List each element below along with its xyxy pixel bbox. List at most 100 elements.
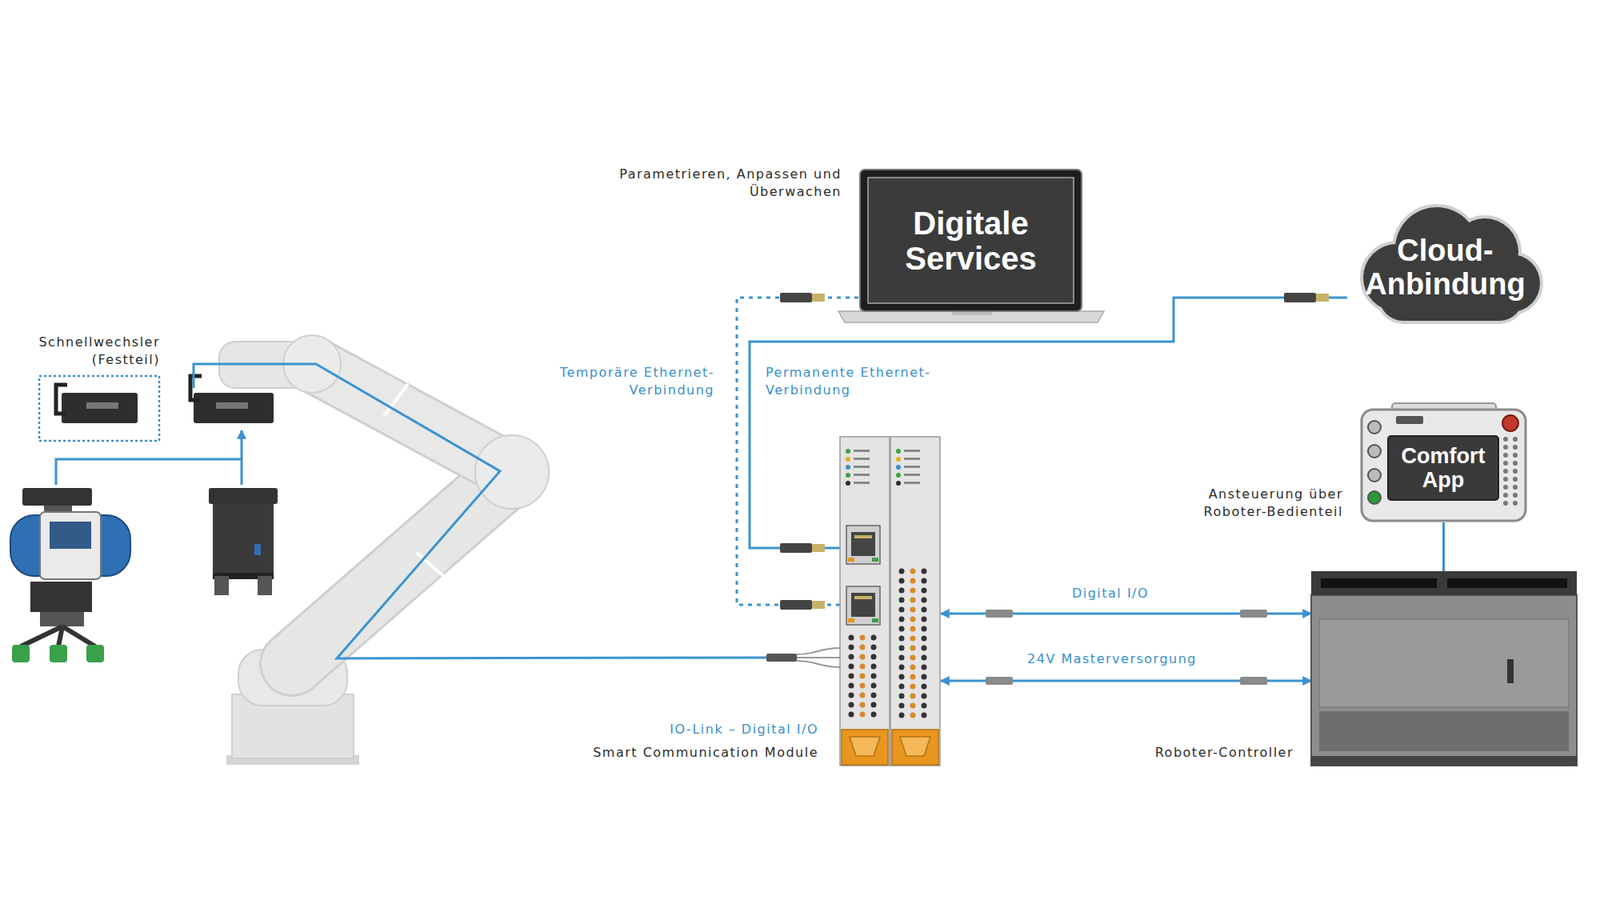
communication-module-outline-part	[848, 683, 855, 689]
screen-title: Digitale Services	[875, 205, 1068, 276]
communication-module-outline-part	[899, 636, 905, 642]
communication-module-outline-part	[921, 645, 928, 652]
communication-module-outline-part	[899, 568, 905, 575]
tool-changer-robot-part	[193, 392, 274, 424]
communication-module-outline-part	[899, 578, 905, 584]
communication-module-outline-part	[921, 588, 928, 594]
quick-changer-box: Schnellwechsler (Festteil)	[38, 375, 160, 442]
communication-module-outline-part	[846, 525, 880, 564]
communication-module-outline-part	[848, 702, 855, 708]
communication-module-outline-part	[871, 664, 877, 670]
supply-label: 24V Masterversorgung	[992, 650, 1232, 668]
laptop-screen: Digitale Services	[860, 169, 1082, 312]
signal-label: Digital I/O	[1024, 584, 1197, 603]
quick-changer-box-outline-part	[56, 384, 68, 414]
teach-pendant-outline-part	[1512, 500, 1518, 506]
io-plug	[985, 609, 1268, 685]
gripper-vacuum-part	[40, 612, 84, 627]
communication-module-outline-part	[845, 472, 851, 478]
communication-module-outline-part	[921, 636, 928, 642]
gripper-parallel-part	[214, 576, 229, 596]
part-heading: Schnellwechsler (Festteil)	[8, 333, 160, 369]
robot-cable-part	[766, 653, 797, 662]
communication-module-outline-part	[910, 597, 916, 604]
teach-pendant-outline-part	[1503, 492, 1508, 498]
gripper-vacuum-part	[30, 581, 92, 612]
communication-module-outline-part	[848, 618, 855, 623]
annotation: Ansteuerung über Roboter-Bedienteil	[1171, 485, 1344, 521]
communication-module-outline-part	[860, 635, 866, 641]
permanent-ethernet-cable	[749, 297, 1348, 548]
communication-module-outline-part	[921, 568, 928, 575]
ethernet-plug-part	[812, 600, 825, 609]
teach-pendant-outline-part	[1388, 436, 1499, 500]
communication-module-outline-part	[851, 532, 876, 556]
communication-module-outline-part	[899, 693, 905, 700]
communication-module-outline-part	[899, 588, 905, 594]
communication-module-outline-part	[840, 436, 890, 766]
teach-pendant-outline-part	[1512, 476, 1518, 482]
communication-module-outline-part	[872, 618, 879, 623]
laptop-base	[838, 311, 1104, 323]
communication-module-outline-part	[848, 673, 855, 680]
communication-module-outline-part	[910, 607, 916, 613]
gripper-change-line-part	[56, 459, 242, 485]
io-plug-part	[985, 676, 1013, 685]
robot-cable	[193, 364, 840, 668]
gripper-vacuum-part	[20, 626, 96, 647]
robot-controller-outline-part	[1311, 595, 1577, 766]
communication-module-outline-part	[896, 472, 901, 478]
gripper-vacuum	[10, 488, 131, 663]
connection-label: Permanente Ethernet-Verbindung	[765, 364, 958, 400]
communication-module-outline-part	[921, 578, 928, 584]
gripper-parallel-part	[254, 544, 261, 556]
robot-controller-outline-part	[1311, 756, 1577, 766]
communication-module-outline-part	[871, 683, 877, 689]
communication-module-outline-part	[845, 448, 851, 454]
communication-module-outline-part	[921, 607, 928, 613]
communication-module-outline-part	[871, 644, 877, 651]
ethernet-plug-part	[1316, 293, 1329, 302]
communication-module-outline-part	[853, 449, 870, 452]
communication-module-outline-part	[904, 473, 920, 476]
communication-module-outline-part	[853, 473, 870, 476]
ethernet-plug-part	[780, 292, 812, 303]
gripper-parallel-part	[257, 576, 272, 596]
ethernet-plug	[780, 292, 1329, 610]
communication-module-outline-part	[910, 588, 916, 594]
communication-module-outline-part	[890, 436, 940, 766]
communication-module-outline-part	[899, 626, 905, 632]
communication-module-outline-part	[848, 557, 855, 562]
teach-pendant-outline-part	[1503, 460, 1508, 466]
communication-module-outline-part	[854, 535, 872, 539]
communication-module-outline-part	[910, 616, 916, 623]
teach-pendant-outline-part	[1503, 468, 1508, 474]
module-type: IO-Link – Digital I/O	[669, 720, 819, 739]
communication-module-outline-part	[899, 607, 905, 613]
communication-module-outline-part	[921, 684, 928, 690]
robot-controller-outline-part	[1320, 578, 1437, 588]
cloud-shape: Cloud-Anbindung	[1347, 199, 1544, 325]
communication-module-outline-part	[899, 703, 905, 709]
communication-module-outline-part	[860, 712, 866, 718]
communication-module-outline-part	[896, 480, 901, 486]
teach-pendant-outline-part	[1512, 436, 1518, 442]
communication-module-outline-part	[904, 481, 920, 484]
communication-module-outline-part	[871, 702, 877, 708]
teach-pendant-outline-part	[1503, 484, 1508, 490]
communication-module-outline-part	[849, 736, 880, 756]
gripper-parallel-part	[208, 488, 278, 504]
communication-module-outline-part	[899, 597, 905, 604]
gripper-change-line	[56, 430, 242, 485]
communication-module-outline-part	[871, 692, 877, 699]
communication-module-outline-part	[899, 712, 905, 719]
communication-module-outline-part	[845, 456, 851, 462]
communication-module-outline-part	[872, 557, 879, 562]
teach-pendant-outline-part	[1361, 409, 1526, 521]
teach-pendant-outline-part	[1368, 468, 1381, 482]
communication-module-outline-part	[871, 673, 877, 680]
cloud-title: Cloud-Anbindung	[1359, 233, 1532, 301]
robot-arm-part	[416, 552, 448, 580]
robot-controller-outline	[1311, 571, 1577, 766]
communication-module-outline-part	[904, 449, 920, 452]
